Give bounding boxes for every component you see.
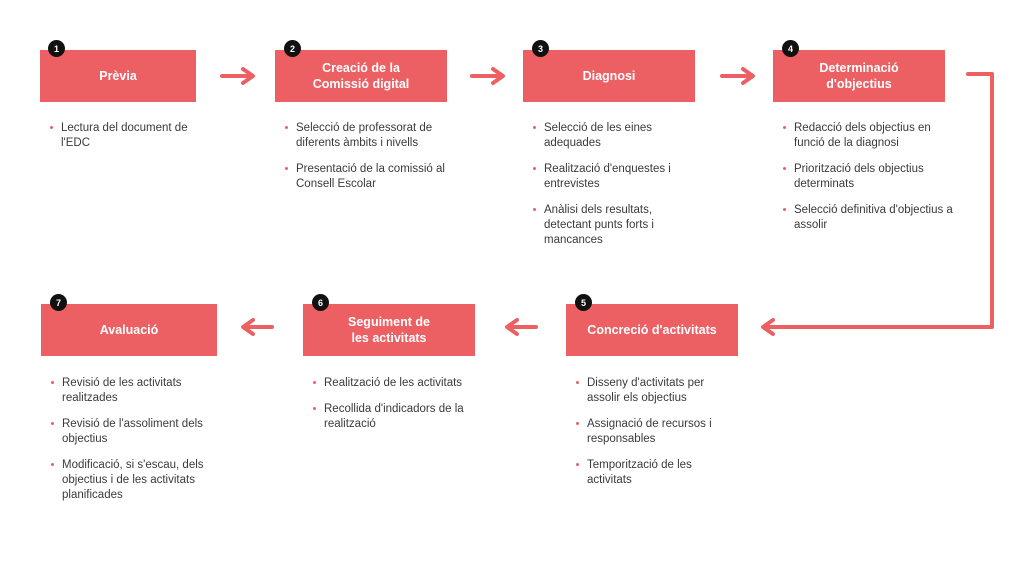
arrow-6-7 [241, 318, 274, 336]
step-7-badge: 7 [50, 294, 67, 311]
step-5-box: Concreció d'activitats [566, 304, 738, 356]
step-2-box: Creació de la Comissió digital [275, 50, 447, 102]
step-6-title: Seguiment de les activitats [348, 315, 430, 345]
step-4-box: Determinació d'objectius [773, 50, 945, 102]
list-item: Redacció dels objectius en funció de la … [783, 121, 953, 151]
step-3-box: Diagnosi [523, 50, 695, 102]
step-6-box: Seguiment de les activitats [303, 304, 475, 356]
list-item: Revisió de l'assoliment dels objectius [51, 417, 221, 447]
step-6-badge: 6 [312, 294, 329, 311]
step-7-title: Avaluació [99, 323, 159, 337]
step-6-list: Realització de les activitats Recollida … [313, 376, 488, 443]
step-3-title: Diagnosi [582, 69, 636, 83]
step-2-list: Selecció de professorat de diferents àmb… [285, 121, 455, 203]
step-7-list: Revisió de les activitats realitzades Re… [51, 376, 221, 514]
connector-4-5 [761, 72, 994, 336]
step-2-title: Creació de la Comissió digital [312, 61, 410, 91]
step-4-title: Determinació d'objectius [819, 61, 899, 91]
step-1-title: Prèvia [99, 69, 137, 83]
arrow-2-3 [470, 67, 505, 85]
list-item: Selecció definitiva d'objectius a assoli… [783, 203, 953, 233]
step-1-list: Lectura del document de l'EDC [50, 121, 200, 162]
step-3-badge: 3 [532, 40, 549, 57]
arrow-1-2 [220, 67, 255, 85]
step-4-badge: 4 [782, 40, 799, 57]
list-item: Anàlisi dels resultats, detectant punts … [533, 203, 693, 248]
arrow-3-4 [720, 67, 755, 85]
list-item: Priorització dels objectius determinats [783, 162, 953, 192]
list-item: Assignació de recursos i responsables [576, 417, 736, 447]
step-3-list: Selecció de les eines adequades Realitza… [533, 121, 693, 259]
step-1-box: Prèvia [40, 50, 196, 102]
list-item: Lectura del document de l'EDC [50, 121, 200, 151]
step-5-list: Disseny d'activitats per assolir els obj… [576, 376, 736, 499]
list-item: Disseny d'activitats per assolir els obj… [576, 376, 736, 406]
list-item: Modificació, si s'escau, dels objectius … [51, 458, 221, 503]
arrow-5-6 [505, 318, 538, 336]
list-item: Temporització de les activitats [576, 458, 736, 488]
list-item: Selecció de professorat de diferents àmb… [285, 121, 455, 151]
step-7-box: Avaluació [41, 304, 217, 356]
step-2-badge: 2 [284, 40, 301, 57]
list-item: Selecció de les eines adequades [533, 121, 693, 151]
step-5-badge: 5 [575, 294, 592, 311]
step-1-badge: 1 [48, 40, 65, 57]
list-item: Realització d'enquestes i entrevistes [533, 162, 693, 192]
list-item: Presentació de la comissió al Consell Es… [285, 162, 455, 192]
step-5-title: Concreció d'activitats [587, 323, 717, 337]
list-item: Recollida d'indicadors de la realització [313, 402, 488, 432]
step-4-list: Redacció dels objectius en funció de la … [783, 121, 953, 244]
list-item: Realització de les activitats [313, 376, 488, 391]
list-item: Revisió de les activitats realitzades [51, 376, 221, 406]
